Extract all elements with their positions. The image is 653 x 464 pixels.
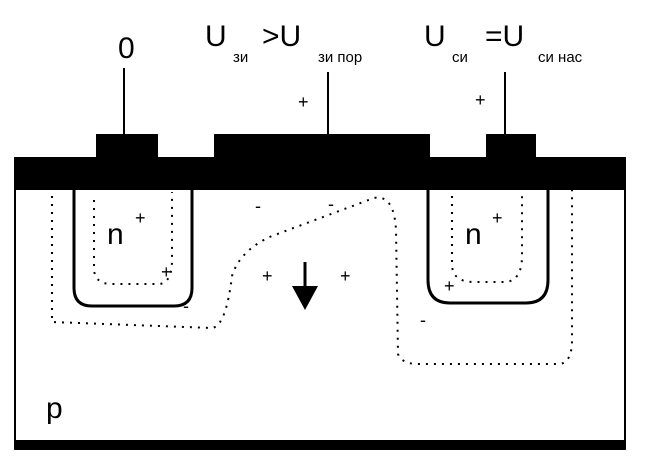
drain-region-charge: + <box>492 208 503 228</box>
oxide-layer <box>14 157 626 190</box>
charge-minus: - <box>420 310 426 330</box>
drain-region-type: n <box>465 218 482 251</box>
source-electrode <box>96 134 158 160</box>
source-n-region <box>72 190 194 308</box>
drain-electrode <box>486 134 536 160</box>
gate-threshold-subscript: зи пор <box>318 49 362 66</box>
substrate-type: p <box>46 392 63 425</box>
down-arrow-icon <box>292 286 318 310</box>
gate-electrode <box>214 134 430 160</box>
source-region-charge: + <box>135 208 146 228</box>
source-voltage-label: 0 <box>118 32 135 65</box>
drain-inner-boundary <box>451 192 523 283</box>
depletion-boundary <box>51 190 573 365</box>
charge-minus: - <box>328 194 334 214</box>
charge-minus: - <box>255 196 261 216</box>
charge-minus: - <box>183 296 189 316</box>
drain-subscript: си <box>452 49 468 66</box>
substrate-bottom-contact <box>14 440 626 450</box>
charge-plus: + <box>444 276 455 296</box>
gate-symbol: U <box>205 20 227 53</box>
gate-sign: + <box>298 92 309 112</box>
charge-plus: + <box>262 266 273 286</box>
gate-subscript: зи <box>233 49 248 66</box>
drain-symbol: U <box>424 20 446 53</box>
drain-relation: =U <box>485 20 524 53</box>
gate-relation: >U <box>262 20 301 53</box>
drain-n-region <box>426 190 550 305</box>
source-region-type: n <box>107 218 124 251</box>
drain-sign: + <box>475 90 486 110</box>
drain-saturation-subscript: си нас <box>538 49 583 66</box>
charge-plus: + <box>161 262 172 282</box>
charge-plus: + <box>340 266 351 286</box>
